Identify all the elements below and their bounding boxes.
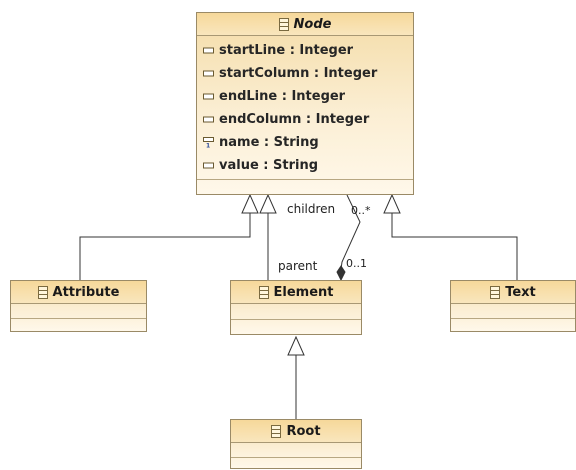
generalization-attribute-node xyxy=(79,213,251,280)
attribute-row[interactable]: endColumn : Integer xyxy=(197,108,413,131)
attribute-compartment xyxy=(451,304,575,318)
class-icon xyxy=(37,285,48,299)
class-root[interactable]: Root xyxy=(230,419,362,469)
generalization-arrowhead xyxy=(241,193,259,214)
attribute-label: startLine : Integer xyxy=(219,43,354,58)
class-element-name: Element xyxy=(273,284,334,300)
attribute-icon xyxy=(203,116,214,123)
attribute-icon xyxy=(203,70,214,77)
attribute-compartment xyxy=(231,443,361,457)
class-icon xyxy=(490,285,501,299)
class-root-name: Root xyxy=(286,423,321,439)
class-text-header: Text xyxy=(451,281,575,304)
attribute-label: value : String xyxy=(219,158,319,173)
attribute-label: endColumn : Integer xyxy=(219,112,370,127)
class-attribute-name: Attribute xyxy=(52,284,120,300)
svg-text:1: 1 xyxy=(206,143,210,149)
class-node-name: Node xyxy=(293,16,332,32)
generalization-arrowhead xyxy=(259,193,277,214)
operation-compartment xyxy=(231,457,361,470)
attribute-row[interactable]: endLine : Integer xyxy=(197,85,413,108)
composition-diamond xyxy=(336,265,346,282)
generalization-arrowhead xyxy=(287,335,305,356)
operation-compartment xyxy=(197,179,413,189)
class-node[interactable]: Node startLine : Integer startColumn : I… xyxy=(196,12,414,195)
attribute-compartment xyxy=(11,304,146,318)
class-icon xyxy=(271,424,282,438)
operation-compartment xyxy=(231,319,361,334)
attribute-compartment xyxy=(231,304,361,319)
class-attribute-header: Attribute xyxy=(11,281,146,304)
attribute-icon xyxy=(203,93,214,100)
id-attribute-icon: 1 xyxy=(203,137,214,148)
attribute-icon xyxy=(203,162,214,169)
operation-compartment xyxy=(451,318,575,332)
role-label-parent: parent xyxy=(278,259,318,273)
generalization-arrowhead xyxy=(383,193,401,214)
multiplicity-parent: 0..1 xyxy=(346,257,367,270)
class-attribute[interactable]: Attribute xyxy=(10,280,147,332)
role-label-children: children xyxy=(287,202,336,216)
class-text[interactable]: Text xyxy=(450,280,576,332)
class-node-header: Node xyxy=(197,13,413,36)
class-icon xyxy=(258,285,269,299)
attribute-label: startColumn : Integer xyxy=(219,66,378,81)
operation-compartment xyxy=(11,318,146,332)
attribute-row[interactable]: 1 name : String xyxy=(197,131,413,154)
class-element-header: Element xyxy=(231,281,361,304)
attribute-label: name : String xyxy=(219,135,319,150)
attribute-compartment: startLine : Integer startColumn : Intege… xyxy=(197,36,413,179)
class-element[interactable]: Element xyxy=(230,280,362,335)
attribute-row[interactable]: startColumn : Integer xyxy=(197,62,413,85)
class-root-header: Root xyxy=(231,420,361,443)
generalization-text-node xyxy=(391,213,518,280)
attribute-label: endLine : Integer xyxy=(219,89,346,104)
class-text-name: Text xyxy=(505,284,536,300)
class-icon xyxy=(278,17,289,31)
attribute-row[interactable]: value : String xyxy=(197,154,413,177)
multiplicity-children: 0..* xyxy=(351,204,371,217)
attribute-icon xyxy=(203,47,214,54)
attribute-row[interactable]: startLine : Integer xyxy=(197,39,413,62)
